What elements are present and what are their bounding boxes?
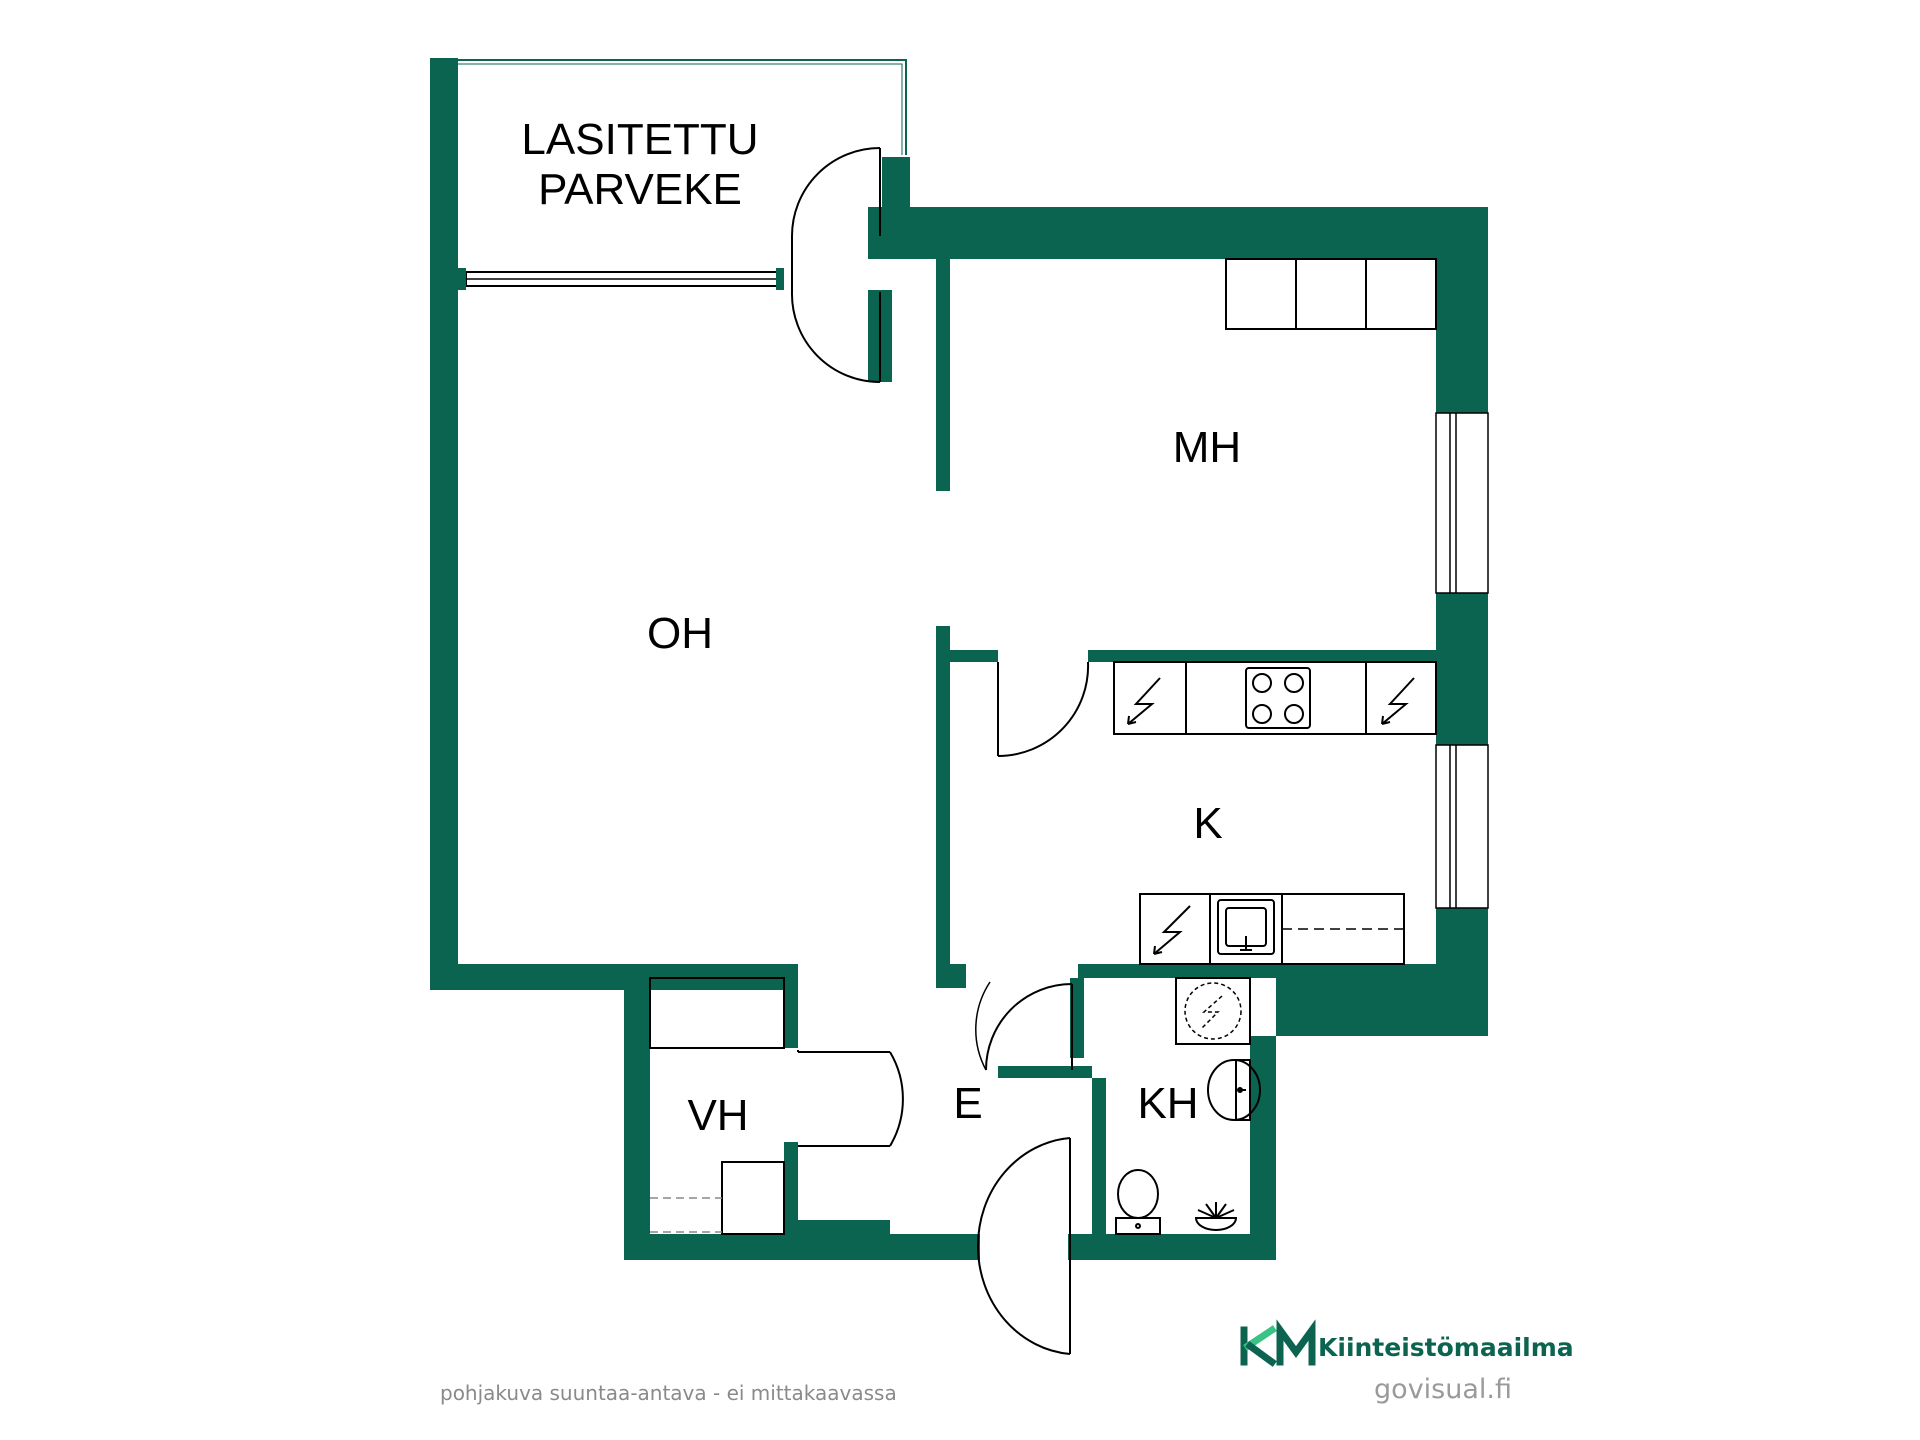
wall-south-left <box>624 1234 980 1260</box>
electric-outlet-icon <box>1153 905 1191 955</box>
wall-vh-east-lower <box>784 1142 798 1238</box>
wall-west <box>430 58 458 990</box>
closet-cabinet <box>721 1161 785 1235</box>
closet-shelf <box>649 977 785 1049</box>
room-label-balcony-line2: PARVEKE <box>538 165 742 214</box>
wall-mh-oh-upper <box>936 259 950 491</box>
bathroom-door[interactable] <box>975 981 1073 1071</box>
wall-east-top <box>1436 207 1488 413</box>
room-labels: LASITETTU PARVEKE OH MH K E VH KH <box>521 115 1241 1140</box>
bathroom-fixtures <box>1115 977 1261 1235</box>
window-bedroom <box>1435 412 1489 594</box>
wall-balcony-pier <box>882 157 910 207</box>
wall-k-south-2 <box>936 964 966 988</box>
balcony-door[interactable] <box>790 147 881 383</box>
wall-east-mid <box>1436 593 1488 745</box>
stove-icon <box>1245 667 1311 729</box>
electric-outlet-icon <box>1127 677 1161 725</box>
wall-mh-oh-lower <box>936 626 950 988</box>
front-door[interactable] <box>976 1137 1071 1355</box>
wall-vh-south-stub <box>798 1220 890 1234</box>
walls <box>430 58 1488 1260</box>
kitchen-door[interactable] <box>997 661 1090 758</box>
room-label-entrance: E <box>953 1079 982 1128</box>
wall-kh-west-lower <box>1092 1078 1106 1234</box>
shower-icon <box>1194 1202 1238 1231</box>
brand-mark <box>1240 1319 1316 1367</box>
wall-kh-east <box>1250 1036 1276 1234</box>
wall-kh-west-stub <box>998 1066 1092 1078</box>
closet-door[interactable] <box>797 1050 904 1147</box>
room-label-closet: VH <box>687 1091 748 1140</box>
wall-vh-east-upper <box>784 964 798 1048</box>
balcony <box>458 59 907 383</box>
wall-mh-k-1 <box>950 650 998 662</box>
balcony-glazing <box>458 59 907 155</box>
room-label-bathroom: KH <box>1137 1079 1198 1128</box>
room-label-living-room: OH <box>647 609 713 658</box>
washbasin-icon <box>1207 1059 1261 1121</box>
toilet-icon <box>1115 1169 1161 1235</box>
room-label-balcony-line1: LASITETTU <box>521 115 758 164</box>
watermark-text: govisual.fi <box>1374 1374 1512 1405</box>
wall-k-south-1 <box>1078 964 1276 978</box>
brand-name: Kiinteistömaailma <box>1318 1333 1574 1362</box>
wall-mh-k-2 <box>1088 650 1436 662</box>
wall-north <box>910 207 1488 259</box>
brand-logo: Kiinteistömaailma <box>1240 1319 1574 1367</box>
wardrobe <box>1225 258 1437 330</box>
window-kitchen <box>1435 744 1489 909</box>
wall-south-right <box>1068 1234 1276 1260</box>
wall-vh-west <box>624 964 650 1260</box>
disclaimer-text: pohjakuva suuntaa-antava - ei mittakaava… <box>440 1381 897 1405</box>
electric-outlet-icon <box>1381 677 1415 725</box>
bedroom-furniture <box>1225 258 1437 330</box>
wall-se-block <box>1276 964 1488 1036</box>
kitchen-counter-north <box>1113 661 1437 735</box>
sink-icon <box>1217 899 1275 955</box>
closet-furniture <box>649 977 785 1235</box>
kitchen-fixtures <box>1113 661 1437 965</box>
wall-kh-west-upper <box>1070 978 1084 1058</box>
washing-machine-icon <box>1175 977 1251 1045</box>
room-label-kitchen: K <box>1193 799 1222 848</box>
room-label-bedroom: MH <box>1173 423 1241 472</box>
